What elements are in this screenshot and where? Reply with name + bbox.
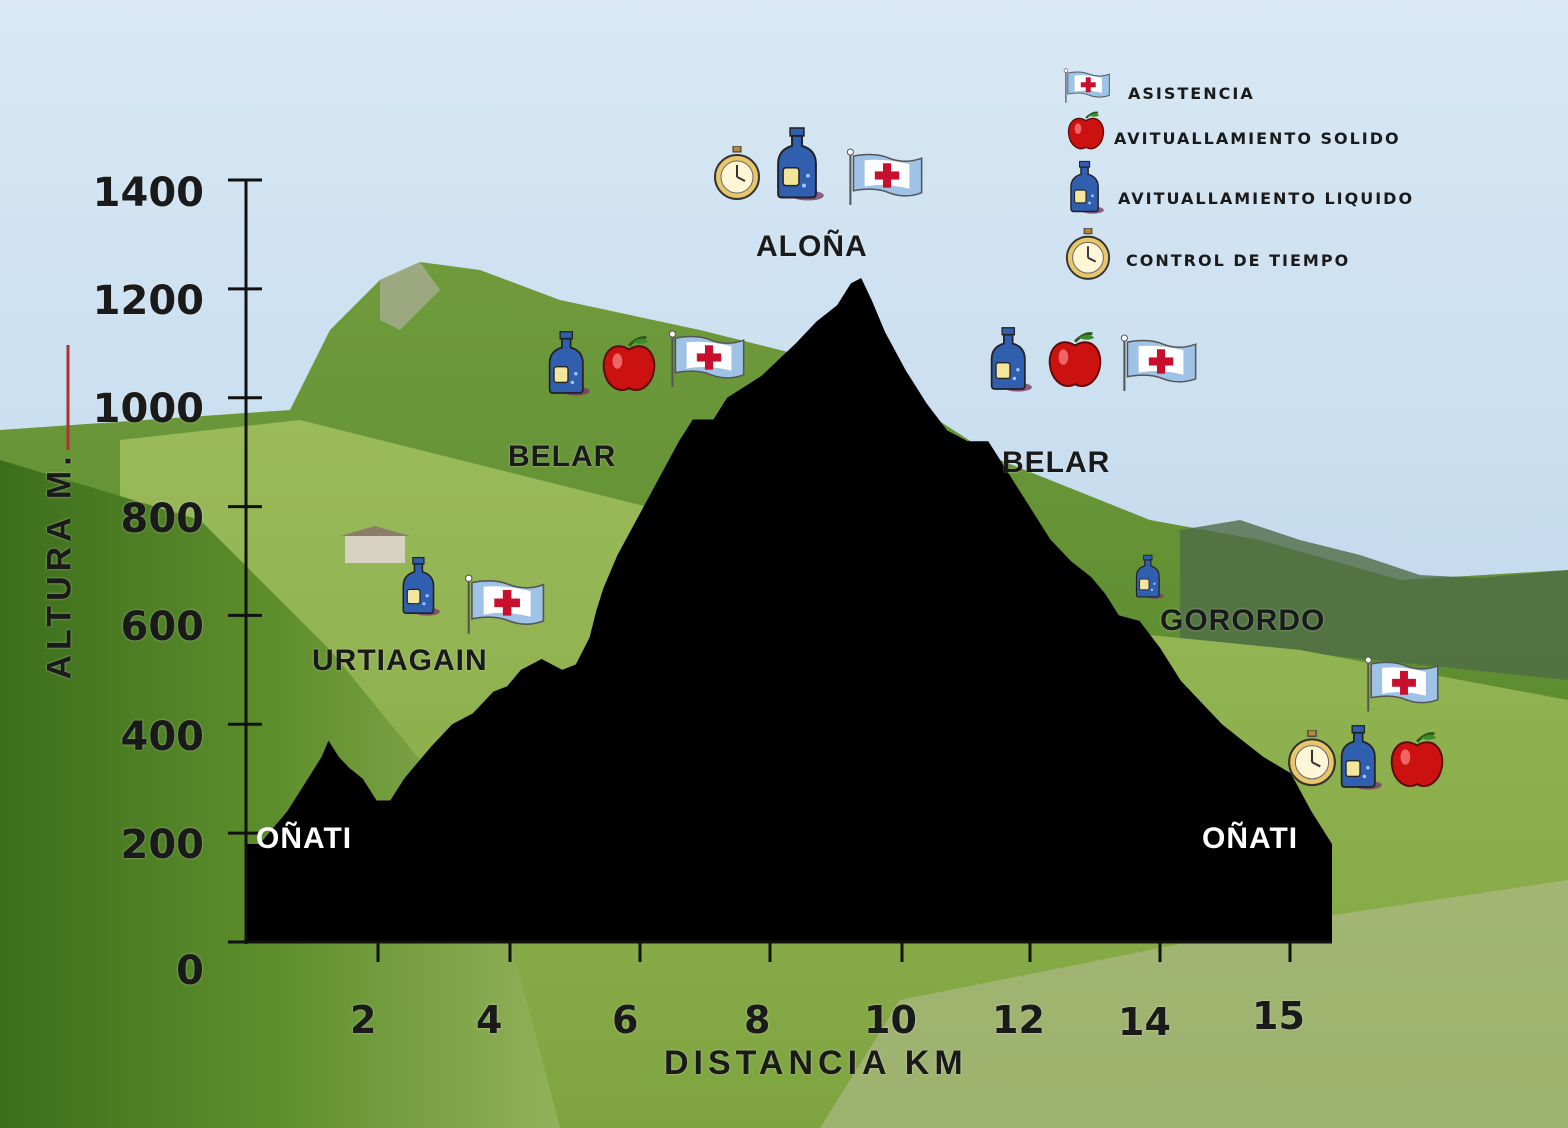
y-tick-label: 0 xyxy=(176,948,204,994)
stopwatch-icon xyxy=(712,145,762,206)
bottle-icon xyxy=(400,556,440,622)
medical-flag-icon xyxy=(462,574,548,640)
place-label-belar-up: BELAR xyxy=(508,440,617,473)
x-tick-label: 15 xyxy=(1252,994,1305,1038)
bottle-icon xyxy=(1338,724,1382,796)
y-tick-label: 1000 xyxy=(92,386,204,432)
bottle-icon xyxy=(774,126,824,208)
bottle-icon xyxy=(1134,554,1164,605)
apple-icon xyxy=(600,334,658,399)
place-label-onati-start: OÑATI xyxy=(256,822,353,855)
x-tick-label: 8 xyxy=(744,998,771,1042)
y-tick-label: 600 xyxy=(120,604,205,650)
y-tick-label: 1200 xyxy=(92,278,204,324)
y-tick-label: 1400 xyxy=(92,170,204,216)
y-tick-label: 800 xyxy=(120,496,205,542)
legend-label-control: CONTROL DE TIEMPO xyxy=(1126,251,1351,270)
x-tick-label: 12 xyxy=(992,998,1045,1042)
y-axis-title: ALTURA M. xyxy=(40,451,79,680)
x-tick-label: 4 xyxy=(476,998,503,1042)
medical-flag-icon xyxy=(666,330,748,393)
x-axis-title: DISTANCIA KM xyxy=(664,1044,968,1082)
stopwatch-icon xyxy=(1064,227,1112,286)
place-label-belar-down: BELAR xyxy=(1002,446,1111,479)
apple-icon xyxy=(1066,110,1106,156)
y-tick-label: 200 xyxy=(120,822,205,868)
y-ticks xyxy=(228,178,262,944)
x-tick-label: 14 xyxy=(1118,1000,1171,1044)
bottle-icon xyxy=(988,326,1032,398)
medical-flag-icon xyxy=(1062,68,1112,108)
bottle-icon xyxy=(1068,160,1104,220)
place-label-urtiagain: URTIAGAIN xyxy=(312,644,488,677)
x-tick-label: 6 xyxy=(612,998,639,1042)
y-tick-label: 400 xyxy=(120,714,205,760)
place-label-onati-end: OÑATI xyxy=(1202,822,1299,855)
apple-icon xyxy=(1046,330,1104,395)
place-label-alona: ALOÑA xyxy=(756,230,868,263)
x-ticks xyxy=(376,942,1292,962)
apple-icon xyxy=(1388,730,1446,795)
legend-label-solido: AVITUALLAMIENTO SOLIDO xyxy=(1114,129,1401,148)
medical-flag-icon xyxy=(1362,656,1442,718)
stopwatch-icon xyxy=(1286,729,1338,792)
bottle-icon xyxy=(546,330,590,402)
farmhouse xyxy=(345,535,405,563)
x-tick-label: 10 xyxy=(864,998,917,1042)
elevation-area xyxy=(246,278,1332,942)
medical-flag-icon xyxy=(844,148,926,211)
legend-label-liquido: AVITUALLAMIENTO LIQUIDO xyxy=(1118,189,1415,208)
x-tick-label: 2 xyxy=(350,998,377,1042)
legend-label-asistencia: ASISTENCIA xyxy=(1128,84,1255,103)
place-label-gorordo: GORORDO xyxy=(1160,604,1326,637)
medical-flag-icon xyxy=(1118,334,1200,397)
